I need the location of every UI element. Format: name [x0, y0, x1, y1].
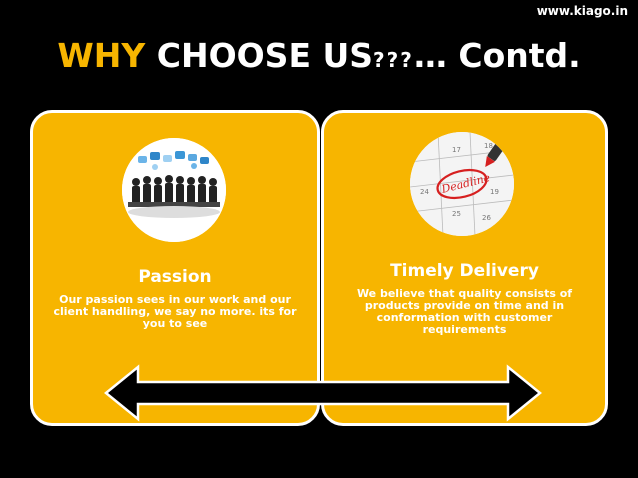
card-body: We believe that quality consists of prod… — [356, 287, 573, 336]
team-meeting-icon — [122, 138, 226, 242]
passion-card: Passion Our passion sees in our work and… — [30, 110, 320, 426]
card-heading: Timely Delivery — [390, 261, 539, 281]
timely-delivery-card: 17 18 19 24 25 26 Deadline Timely Delive… — [321, 110, 608, 426]
double-arrow-icon — [104, 364, 542, 422]
calendar-day: 25 — [452, 210, 461, 218]
deadline-calendar-icon: 17 18 19 24 25 26 Deadline — [410, 132, 514, 236]
calendar-day: 18 — [484, 142, 493, 150]
card-heading: Passion — [138, 267, 212, 287]
calendar-day: 17 — [452, 146, 461, 154]
calendar-day: 24 — [420, 188, 429, 196]
calendar-day: 19 — [490, 188, 499, 196]
card-body: Our passion sees in our work and our cli… — [53, 293, 297, 330]
title-highlight: WHY — [57, 36, 146, 75]
title-marks: ??? — [373, 48, 414, 72]
page-title: WHY CHOOSE US???… Contd. — [0, 36, 638, 75]
title-main: CHOOSE US — [145, 36, 374, 75]
title-suffix: … Contd. — [413, 36, 581, 75]
site-url[interactable]: www.kiago.in — [536, 4, 628, 18]
calendar-day: 26 — [482, 214, 491, 222]
